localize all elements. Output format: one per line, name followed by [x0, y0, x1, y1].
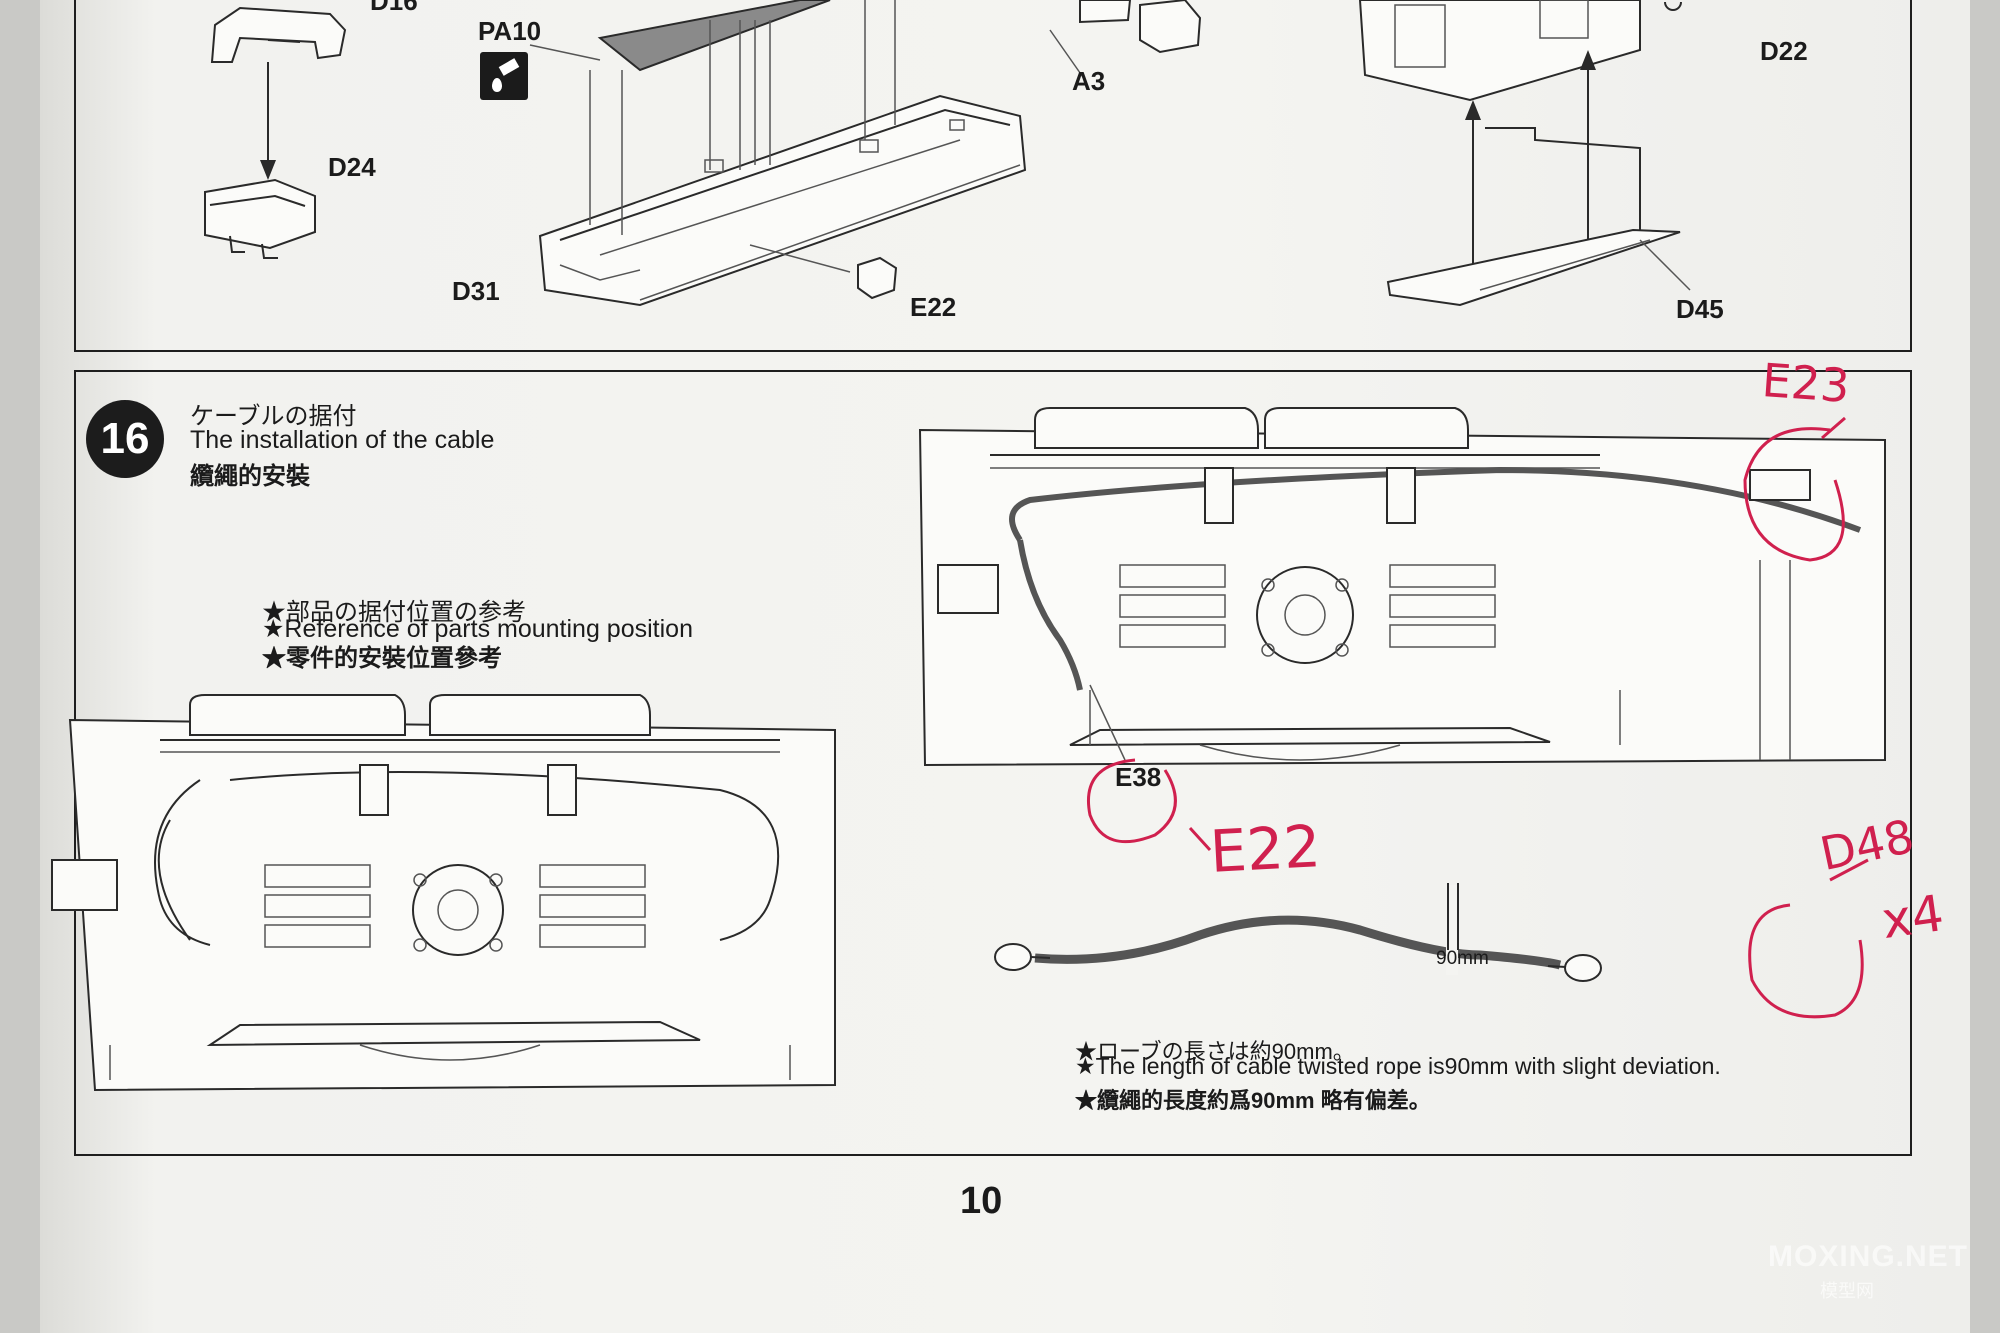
label-e38: E38 [1115, 762, 1162, 792]
cable-note-zh: ★纜繩的長度約爲90mm 略有偏差。 [1075, 1088, 1431, 1113]
paint-icon [480, 52, 528, 100]
red-annotation-marks [1087, 416, 1869, 1019]
part-a3-drawing [1079, 0, 1202, 54]
mesh-screen-pa10 [597, 0, 831, 72]
previous-step-panel [74, 0, 1912, 352]
installed-rear-view [918, 407, 1886, 767]
label-pa10: PA10 [478, 16, 542, 46]
step-title-ja: ケーブルの据付 [190, 403, 357, 430]
reference-note-zh: ★零件的安裝位置參考 [262, 645, 502, 672]
step-number-badge: 16 [86, 400, 164, 478]
rear-box-drawing [1358, 0, 1682, 102]
reference-rear-view [51, 694, 836, 1092]
step-title-en: The installation of the cable [190, 426, 495, 454]
fender-box-drawing [538, 94, 1027, 307]
cable-note-ja: ★ローブの長さは約90mm。 [1075, 1039, 1355, 1064]
cable-length-label: 90mm [1436, 948, 1489, 969]
reference-note-en: ★Reference of parts mounting position [262, 615, 693, 643]
part-d45-drawing [1386, 127, 1681, 307]
label-e22: E22 [910, 292, 957, 322]
part-d24-drawing [204, 178, 316, 259]
label-d24: D24 [328, 152, 376, 182]
watermark-text: MOXING.NET [1768, 1240, 1969, 1273]
cable-diagram [994, 883, 1602, 982]
reference-note-ja: ★部品の据付位置の参考 [262, 599, 526, 626]
handwritten-e22: E22 [1208, 812, 1323, 886]
label-a3: A3 [1072, 66, 1106, 96]
label-d22: D22 [1760, 36, 1808, 66]
watermark-subtext: 模型网 [1820, 1281, 1874, 1301]
page-number: 10 [960, 1180, 1003, 1222]
label-d31: D31 [452, 276, 500, 306]
part-e22-drawing [857, 256, 898, 300]
label-d45: D45 [1676, 294, 1724, 324]
step-title-zh: 纜繩的安裝 [190, 463, 310, 490]
cable-note-en: ★The length of cable twisted rope is90mm… [1075, 1053, 1721, 1079]
assembly-arrows [529, 0, 1086, 273]
handwritten-times-four: x4 [1878, 884, 1948, 950]
part-d16-drawing [210, 6, 347, 63]
label-d16: D16 [370, 0, 418, 16]
handwritten-e23: E23 [1760, 353, 1852, 413]
